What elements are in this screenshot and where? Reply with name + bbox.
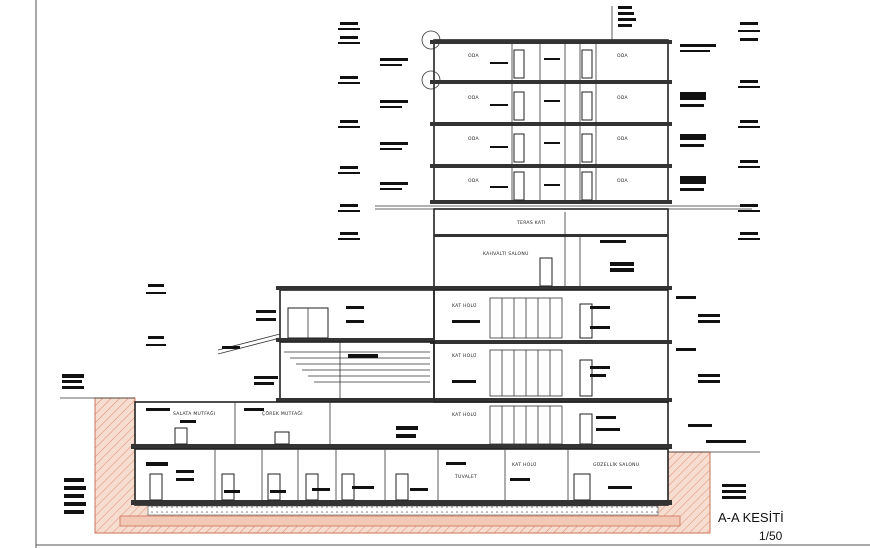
drawing-scale: 1/50 [759, 529, 783, 543]
room-label-kat-holu-lower: KAT HOLÜ [512, 461, 537, 468]
middle-floors [430, 289, 672, 445]
basement [131, 448, 672, 506]
annotation-notes [62, 6, 760, 514]
room-label-oda-1a: ODA [468, 53, 480, 59]
room-label-kat-holu-1: KAT HOLÜ [452, 302, 477, 309]
room-label-oda-4a: ODA [468, 178, 480, 184]
room-label-guzellik-salonu: GÜZELLİK SALONU [593, 461, 639, 468]
left-wing [217, 286, 435, 402]
terrace-floor [430, 208, 672, 290]
room-label-kat-holu-3: KAT HOLÜ [452, 411, 477, 418]
room-label-oda-1b: ODA [617, 53, 629, 59]
room-label-teras-kati: TERAS KATI [516, 220, 546, 226]
room-label-oda-2b: ODA [617, 95, 629, 101]
room-label-kat-holu-2: KAT HOLÜ [452, 352, 477, 359]
room-label-tuvalet: TUVALET [454, 474, 477, 480]
ground-floor [131, 401, 672, 449]
room-label-oda-2a: ODA [468, 95, 480, 101]
room-label-oda-3b: ODA [617, 136, 629, 142]
room-label-salata-mutfagi: SALATA MUTFAĞI [173, 410, 215, 417]
room-label-kahvalti-salonu: KAHVALTI SALONU [483, 251, 529, 257]
room-label-oda-4b: ODA [617, 178, 629, 184]
room-label-oda-3a: ODA [468, 136, 480, 142]
room-label-corek-mutfagi: ÇÖREK MUTFAĞI [262, 410, 303, 417]
drawing-title: A-A KESİTİ [718, 510, 784, 525]
